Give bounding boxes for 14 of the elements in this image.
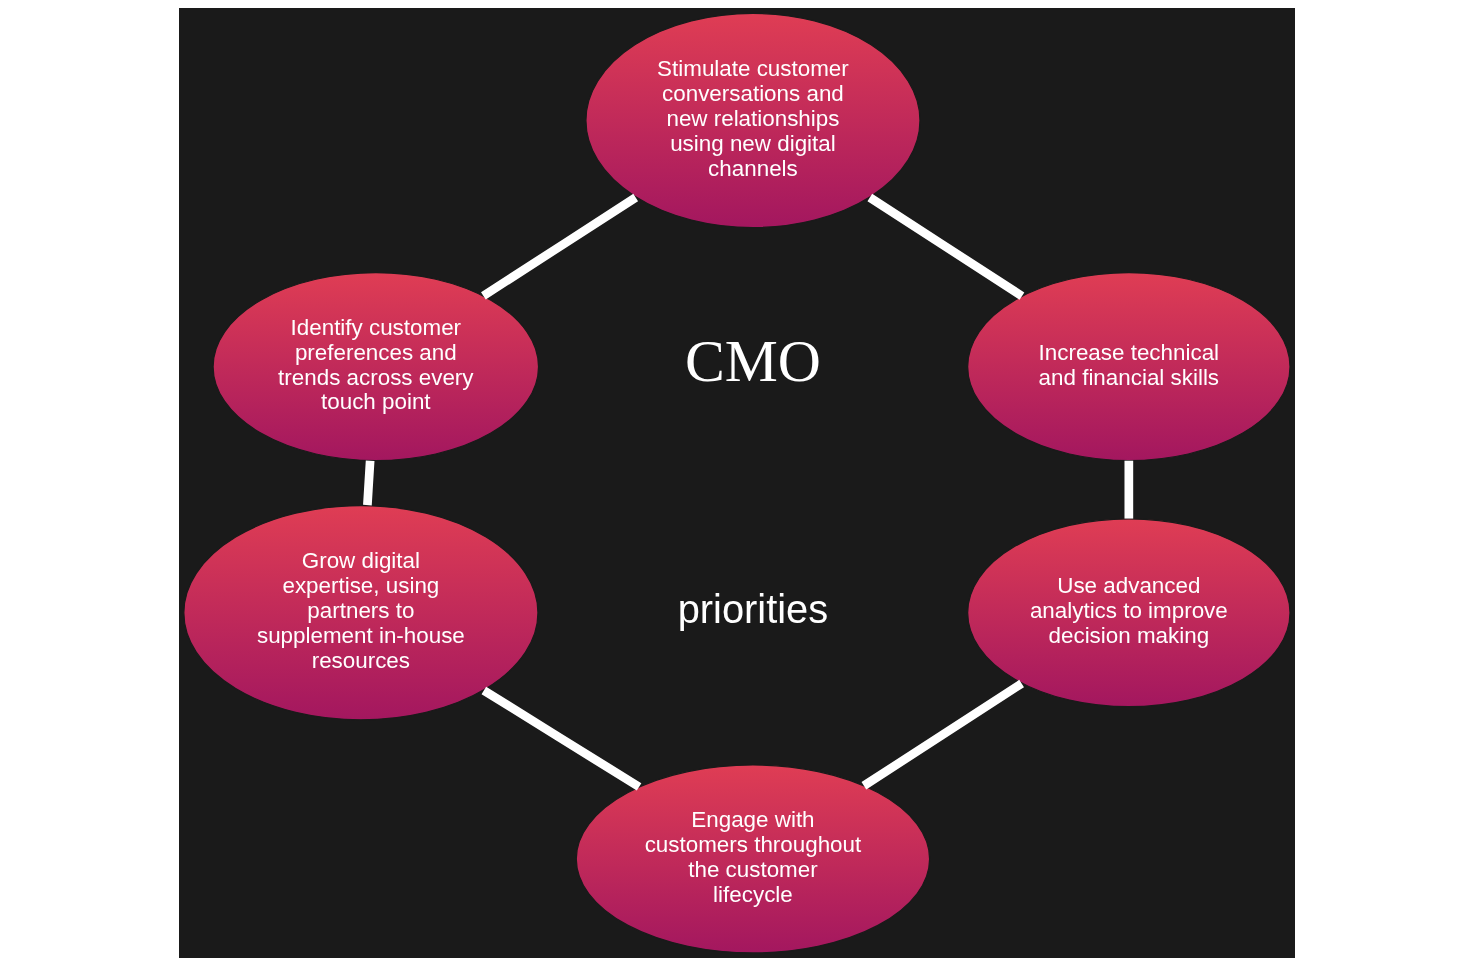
node-ellipse: Grow digital expertise, using partners to supplement in-house resources: [183, 505, 539, 721]
connector: [861, 679, 1024, 790]
node-ellipse: Use advanced analytics to improve decision making: [967, 518, 1291, 708]
label: priorities: [677, 586, 829, 631]
connector: [481, 686, 642, 791]
connector: [481, 193, 639, 300]
connector: [867, 193, 1025, 300]
connector: [1124, 460, 1134, 519]
node-ellipse: Engage with customers throughout the customer lifecycle: [575, 764, 931, 954]
node-ellipse: Identify customer preferences and trends across every touch point: [212, 272, 540, 462]
node-ellipse: Increase technical and financial skills: [967, 272, 1291, 462]
node-ellipse: Stimulate customer conversations and new relationships using new digital channels: [585, 12, 921, 229]
connector: [363, 460, 375, 506]
label: CMO: [684, 328, 822, 395]
